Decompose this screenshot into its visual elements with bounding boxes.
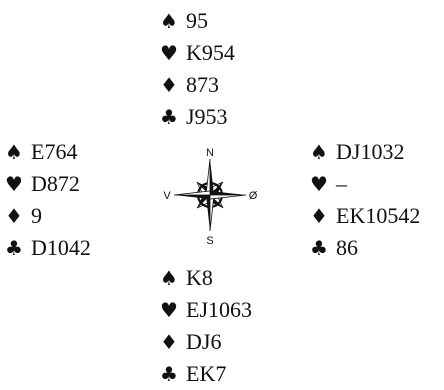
spade-icon: ♠	[5, 140, 23, 164]
heart-icon: ♥	[160, 41, 178, 65]
north-spades-cards: 95	[186, 8, 208, 33]
spade-icon: ♠	[160, 266, 178, 290]
compass-cardinal-points	[173, 158, 247, 232]
west-spades-row: ♠ E764	[5, 136, 91, 168]
club-icon: ♣	[160, 362, 178, 386]
west-hearts-cards: D872	[31, 171, 80, 196]
west-diamonds-row: ♦ 9	[5, 200, 91, 232]
club-icon: ♣	[160, 105, 178, 129]
heart-icon: ♥	[160, 298, 178, 322]
west-hearts-row: ♥ D872	[5, 168, 91, 200]
north-spades-row: ♠ 95	[160, 5, 235, 37]
west-clubs-cards: D1042	[31, 235, 91, 260]
club-icon: ♣	[310, 236, 328, 260]
east-hearts-cards: –	[336, 171, 347, 196]
spade-icon: ♠	[310, 140, 328, 164]
south-hearts-cards: EJ1063	[186, 297, 252, 322]
east-hand: ♠ DJ1032 ♥ – ♦ EK10542 ♣ 86	[310, 136, 420, 264]
south-diamonds-cards: DJ6	[186, 329, 222, 354]
north-clubs-cards: J953	[186, 104, 228, 129]
south-spades-row: ♠ K8	[160, 262, 252, 294]
diamond-icon: ♦	[310, 204, 328, 228]
diamond-icon: ♦	[160, 73, 178, 97]
north-diamonds-row: ♦ 873	[160, 69, 235, 101]
east-spades-row: ♠ DJ1032	[310, 136, 420, 168]
east-clubs-row: ♣ 86	[310, 232, 420, 264]
east-diamonds-cards: EK10542	[336, 203, 421, 228]
east-hearts-row: ♥ –	[310, 168, 420, 200]
heart-icon: ♥	[5, 172, 23, 196]
compass-north-label: N	[206, 147, 214, 159]
west-diamonds-cards: 9	[31, 203, 42, 228]
spade-icon: ♠	[160, 9, 178, 33]
south-clubs-cards: EK7	[186, 361, 227, 386]
diamond-icon: ♦	[160, 330, 178, 354]
east-diamonds-row: ♦ EK10542	[310, 200, 420, 232]
south-clubs-row: ♣ EK7	[160, 358, 252, 390]
east-clubs-cards: 86	[336, 235, 358, 260]
west-spades-cards: E764	[31, 139, 78, 164]
north-hand: ♠ 95 ♥ K954 ♦ 873 ♣ J953	[160, 5, 235, 133]
south-spades-cards: K8	[186, 265, 213, 290]
club-icon: ♣	[5, 236, 23, 260]
east-spades-cards: DJ1032	[336, 139, 405, 164]
north-clubs-row: ♣ J953	[160, 101, 235, 133]
south-diamonds-row: ♦ DJ6	[160, 326, 252, 358]
compass-east-label: Ø	[249, 190, 258, 202]
west-hand: ♠ E764 ♥ D872 ♦ 9 ♣ D1042	[5, 136, 91, 264]
compass-south-label: S	[206, 235, 213, 245]
west-clubs-row: ♣ D1042	[5, 232, 91, 264]
diamond-icon: ♦	[5, 204, 23, 228]
north-hearts-cards: K954	[186, 40, 235, 65]
north-diamonds-cards: 873	[186, 72, 219, 97]
heart-icon: ♥	[310, 172, 328, 196]
south-hearts-row: ♥ EJ1063	[160, 294, 252, 326]
north-hearts-row: ♥ K954	[160, 37, 235, 69]
compass-rose-icon: N S V Ø	[163, 147, 258, 245]
south-hand: ♠ K8 ♥ EJ1063 ♦ DJ6 ♣ EK7	[160, 262, 252, 390]
compass-west-label: V	[163, 190, 171, 202]
